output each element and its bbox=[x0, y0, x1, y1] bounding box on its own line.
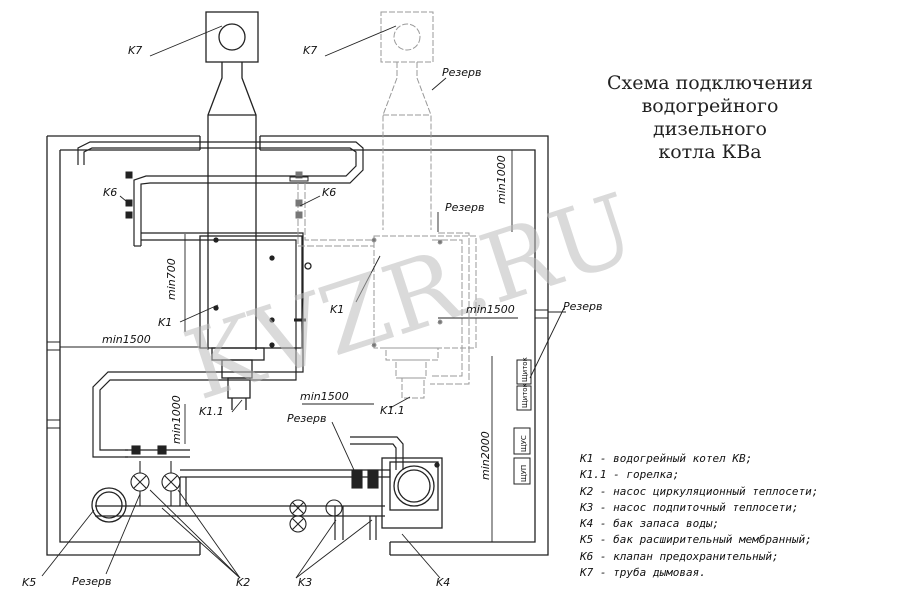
dim-min1000-right: min1000 bbox=[495, 155, 508, 204]
dim-min700: min700 bbox=[165, 258, 178, 300]
dim-min2000: min2000 bbox=[479, 431, 492, 480]
room-walls bbox=[46, 135, 549, 556]
dim-min1500-left: min1500 bbox=[102, 333, 151, 346]
title-line: водогрейного bbox=[641, 95, 779, 117]
pump-group-k2 bbox=[130, 445, 181, 506]
label-k4: K4 bbox=[436, 576, 450, 589]
dim-min1500-center: min1500 bbox=[300, 390, 349, 403]
label-k7-left: K7 bbox=[128, 44, 142, 57]
diagram-title: Схема подключения водогрейного дизельног… bbox=[575, 72, 845, 164]
legend-item: K1.1 - горелка; bbox=[580, 468, 680, 482]
chimney-right bbox=[380, 11, 434, 230]
legend-item: K7 - труба дымовая. bbox=[580, 566, 706, 580]
title-line: Схема подключения bbox=[606, 72, 814, 94]
dim-min1500-right: min1500 bbox=[466, 303, 515, 316]
watermark: KVZR.RU bbox=[172, 172, 648, 422]
panel-shus: ЩУС bbox=[520, 435, 528, 452]
label-k6-right: K6 bbox=[322, 186, 336, 199]
dimension-lines bbox=[60, 150, 518, 542]
legend-item: K1 - водогрейный котел КВ; bbox=[580, 452, 753, 465]
label-k2: K2 bbox=[236, 576, 250, 589]
boiler-right bbox=[371, 235, 477, 399]
pump-group-k3 bbox=[289, 469, 379, 533]
leader-lines bbox=[41, 25, 566, 579]
label-reserve-top: Резерв bbox=[442, 66, 481, 79]
label-k3: K3 bbox=[298, 576, 312, 589]
legend-item: K2 - насос циркуляционный теплосети; bbox=[580, 484, 819, 498]
label-reserve-pump: Резерв bbox=[287, 412, 326, 425]
expansion-tank-k5 bbox=[91, 487, 127, 523]
water-tank-k4 bbox=[381, 457, 443, 529]
label-k6-left: K6 bbox=[103, 186, 117, 199]
label-k7-right: K7 bbox=[303, 44, 317, 57]
panel-shchit-2: Щиток bbox=[521, 383, 529, 408]
legend-item: K5 - бак расширительный мембранный; bbox=[580, 533, 812, 547]
panel-shchit-1: Щиток bbox=[521, 357, 529, 382]
safety-valve-k6-right bbox=[289, 171, 309, 219]
label-k1-1-left: K1.1 bbox=[199, 405, 224, 418]
label-reserve-side: Резерв bbox=[563, 300, 602, 313]
legend-item: K3 - насос подпиточный теплосети; bbox=[580, 500, 799, 514]
dim-min1000-left: min1000 bbox=[170, 395, 183, 444]
legend: K1 - водогрейный котел КВ; K1.1 - горелк… bbox=[580, 451, 890, 581]
legend-item: K6 - клапан предохранительный; bbox=[580, 549, 779, 563]
title-line: котла КВа bbox=[658, 141, 762, 163]
label-k1-1-right: K1.1 bbox=[380, 404, 405, 417]
panel-shup: ЩУП bbox=[520, 465, 528, 482]
label-reserve-mid: Резерв bbox=[445, 201, 484, 214]
label-k1-right: K1 bbox=[330, 303, 344, 316]
label-reserve-bottom: Резерв bbox=[72, 575, 111, 588]
legend-item: K4 - бак запаса воды; bbox=[580, 517, 720, 531]
control-panels bbox=[513, 359, 532, 485]
title-line: дизельного bbox=[653, 118, 767, 140]
label-k5: K5 bbox=[22, 576, 36, 589]
label-k1-left: K1 bbox=[158, 316, 172, 329]
safety-valve-k6-left bbox=[125, 171, 133, 219]
supply-pipe-top bbox=[77, 141, 364, 458]
